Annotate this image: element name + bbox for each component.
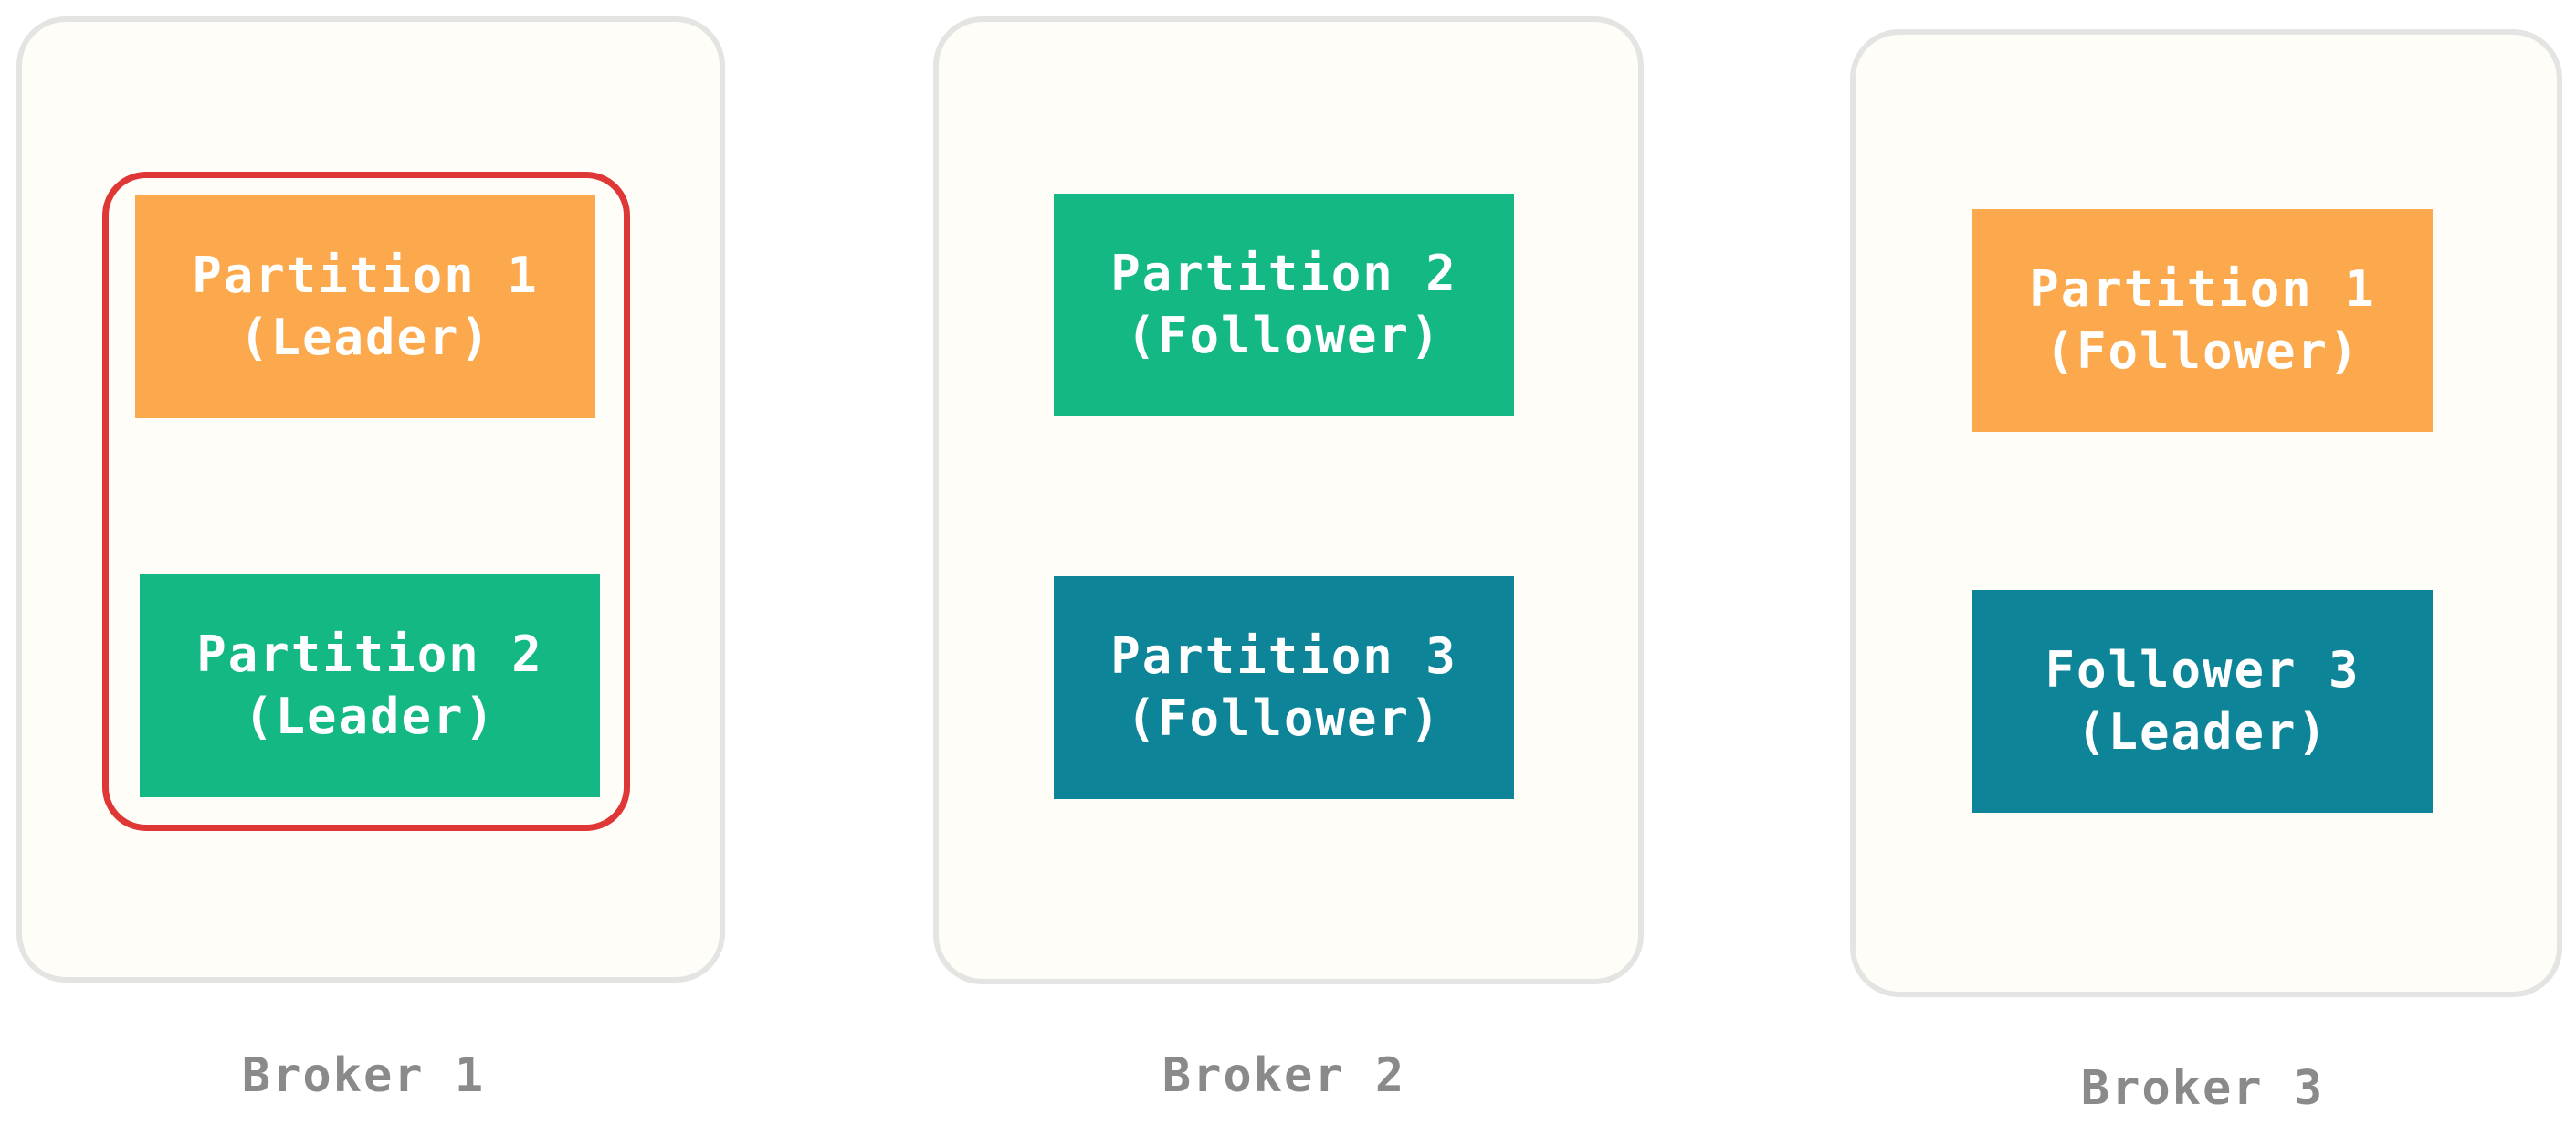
broker-2-partition-3: Partition 3 (Follower) bbox=[1054, 576, 1514, 799]
broker-2-box bbox=[933, 16, 1644, 984]
broker-1-label: Broker 1 bbox=[241, 1048, 486, 1103]
broker-2-label: Broker 2 bbox=[1162, 1048, 1406, 1103]
broker-2-partition-2: Partition 2 (Follower) bbox=[1054, 194, 1514, 416]
partition-title: Partition 2 bbox=[1110, 245, 1457, 302]
broker-3-partition-3: Follower 3 (Leader) bbox=[1972, 590, 2433, 813]
partition-role: (Follower) bbox=[1126, 307, 1442, 364]
partition-title: Partition 1 bbox=[192, 247, 539, 304]
partition-role: (Leader) bbox=[238, 309, 492, 366]
partition-role: (Follower) bbox=[2045, 322, 2360, 380]
broker-3-label: Broker 3 bbox=[2080, 1061, 2325, 1116]
broker-1-partition-1: Partition 1 (Leader) bbox=[135, 195, 595, 418]
partition-title: Partition 2 bbox=[196, 626, 543, 683]
partition-role: (Leader) bbox=[2076, 703, 2329, 761]
partition-role: (Leader) bbox=[243, 688, 497, 745]
leader-group-highlight bbox=[102, 172, 630, 831]
partition-title: Partition 1 bbox=[2029, 260, 2376, 318]
broker-1-partition-2: Partition 2 (Leader) bbox=[140, 574, 600, 797]
partition-title: Follower 3 bbox=[2045, 641, 2360, 699]
partition-role: (Follower) bbox=[1126, 689, 1442, 747]
broker-3-box bbox=[1850, 29, 2562, 997]
broker-3-partition-1: Partition 1 (Follower) bbox=[1972, 209, 2433, 432]
partition-title: Partition 3 bbox=[1110, 627, 1457, 685]
